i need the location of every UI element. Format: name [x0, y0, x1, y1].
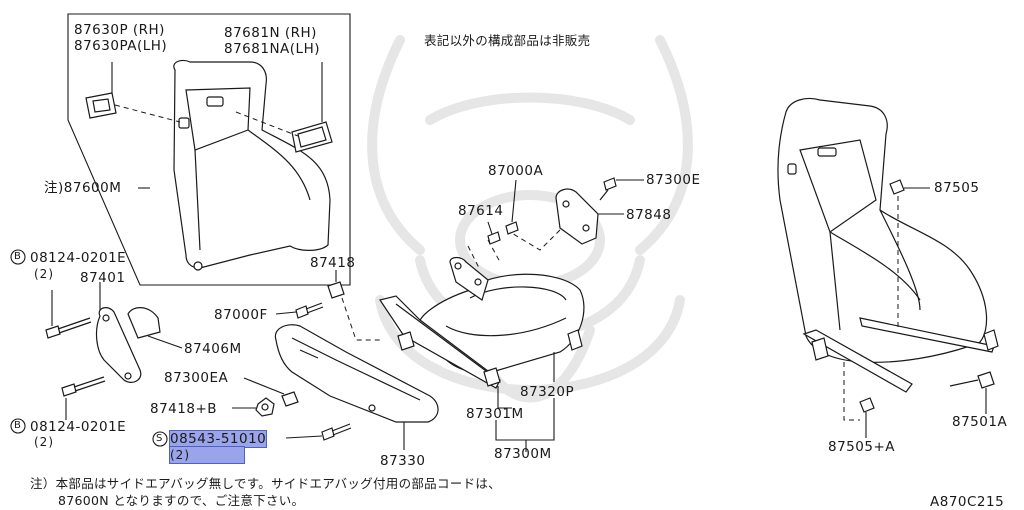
callout-87330[interactable]: 87330 — [380, 453, 426, 469]
callout-87000a[interactable]: 87000A — [488, 163, 544, 179]
callout-87614[interactable]: 87614 — [458, 203, 504, 219]
part-87418-clip — [327, 281, 345, 299]
callout-08543-highlighted[interactable]: 08543-51010 — [168, 430, 268, 448]
callout-87418[interactable]: 87418 — [310, 255, 356, 271]
callout-87630pa[interactable]: 87630PA(LH) — [74, 38, 168, 54]
callout-87681n[interactable]: 87681N (RH) — [224, 25, 317, 41]
callout-87301m[interactable]: 87301M — [466, 406, 524, 422]
footnote-line-2: 87600N となりますので、ご注意下さい。 — [58, 493, 305, 508]
screw-symbol-letter: S — [156, 433, 164, 444]
bolt-symbol-letter-top: B — [14, 251, 22, 262]
callout-87505a[interactable]: 87505+A — [828, 439, 895, 455]
bolt-symbol-bottom — [10, 418, 26, 434]
part-87401-bracket — [95, 307, 142, 383]
bolt-symbol-letter-bottom: B — [14, 420, 22, 431]
callout-87000f[interactable]: 87000F — [214, 307, 268, 323]
note-non-sale-parts: 表記以外の構成部品は非販売 — [424, 33, 591, 48]
bolt-top-left — [45, 317, 92, 339]
callout-87300ea[interactable]: 87300EA — [164, 370, 229, 386]
part-87330-rail-cover — [274, 324, 439, 423]
callout-08543-qty: (2) — [169, 446, 245, 464]
callout-08124-top-qty: (2) — [34, 267, 54, 281]
bolt-bottom-left — [61, 376, 106, 397]
callout-08124-top[interactable]: 08124-0201E — [30, 250, 127, 266]
bolt-symbol-top — [10, 249, 26, 265]
figure-code: A870C215 — [930, 494, 1005, 510]
seat-assembly-right — [777, 97, 999, 393]
part-87406m-cover — [127, 307, 161, 339]
callout-87320p[interactable]: 87320P — [520, 384, 575, 400]
callout-87600m[interactable]: 注)87600M — [44, 180, 122, 196]
callout-08124-bottom[interactable]: 08124-0201E — [30, 419, 127, 435]
callout-87406m[interactable]: 87406M — [184, 341, 242, 357]
part-87848-bracket — [555, 188, 599, 245]
callout-87300m[interactable]: 87300M — [494, 446, 552, 462]
callout-87630p[interactable]: 87630P (RH) — [74, 22, 165, 38]
callout-87501a[interactable]: 87501A — [952, 414, 1008, 430]
callout-87418b[interactable]: 87418+B — [150, 401, 218, 417]
inset-frame — [67, 13, 351, 286]
callout-87505[interactable]: 87505 — [934, 180, 980, 196]
seat-cushion-inset — [85, 59, 333, 271]
callout-87401[interactable]: 87401 — [80, 270, 126, 286]
callout-87848[interactable]: 87848 — [626, 207, 672, 223]
callout-87300e[interactable]: 87300E — [646, 172, 701, 188]
part-87418b-knob — [255, 397, 275, 417]
screw-symbol — [152, 431, 168, 447]
seat-cushion-frame — [379, 256, 585, 389]
callout-08124-bottom-qty: (2) — [34, 435, 54, 449]
callout-87681na[interactable]: 87681NA(LH) — [224, 41, 320, 57]
footnote-line-1: 注）本部品はサイドエアバッグ無しです。サイドエアバッグ付用の部品コードは、 — [30, 476, 501, 491]
